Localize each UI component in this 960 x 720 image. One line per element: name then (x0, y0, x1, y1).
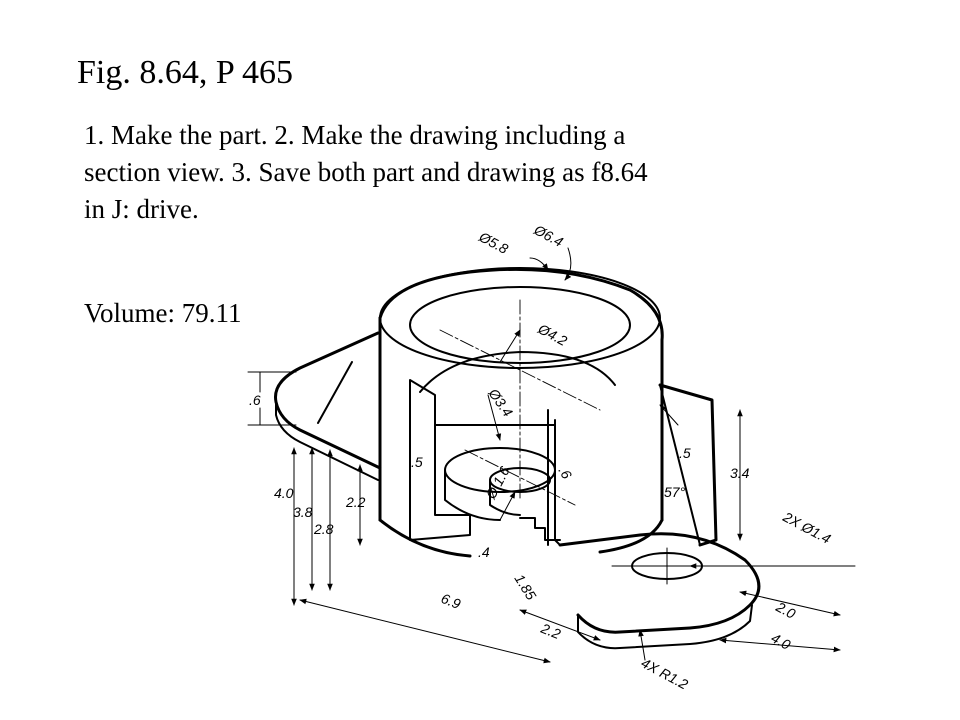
dim-d64: Ø6.4 (531, 221, 566, 250)
dim-t4: .4 (478, 544, 490, 560)
dim-len69: 6.9 (439, 590, 463, 612)
dimension-labels: Ø6.4 Ø5.8 Ø4.2 Ø3.4 Ø 1.6 .6 .5 .5 .6 .4… (249, 221, 834, 692)
dim-t5a: .5 (411, 454, 423, 470)
main-cylinder (378, 267, 664, 558)
left-flange (274, 331, 382, 481)
dim-h38: 3.8 (293, 504, 313, 520)
dim-len22: 2.2 (538, 620, 563, 643)
dim-h28: 2.8 (313, 521, 334, 537)
dim-len185: 1.85 (511, 571, 539, 603)
dim-t6: .6 (249, 392, 261, 408)
dim-d42: Ø4.2 (535, 320, 570, 349)
dim-h40: 4.0 (274, 485, 294, 501)
dim-holes: 2X Ø1.4 (780, 508, 834, 547)
dim-t5b: .5 (679, 445, 691, 461)
instruction-line-2: section view. 3. Save both part and draw… (84, 157, 648, 187)
dim-angle: 57° (664, 484, 686, 500)
volume-text: Volume: 79.11 (84, 298, 242, 328)
right-flange (558, 532, 761, 650)
dim-len20: 2.0 (773, 598, 799, 622)
dim-d16: Ø 1.6 (482, 463, 513, 502)
dim-radius: 4X R1.2 (639, 655, 691, 693)
dim-h34: 3.4 (730, 465, 750, 481)
figure-title: Fig. 8.64, P 465 (77, 54, 294, 91)
instruction-line-3: in J: drive. (84, 194, 199, 224)
right-rib (658, 383, 718, 547)
instructions: 1. Make the part. 2. Make the drawing in… (84, 117, 648, 228)
dim-d58: Ø5.8 (476, 228, 511, 257)
dimension-lines (247, 247, 856, 664)
dim-h22: 2.2 (345, 494, 366, 510)
section-cut (409, 351, 616, 546)
dim-len40: 4.0 (769, 630, 794, 653)
dim-t6b: .6 (555, 464, 575, 482)
instruction-line-1: 1. Make the part. 2. Make the drawing in… (84, 120, 626, 150)
